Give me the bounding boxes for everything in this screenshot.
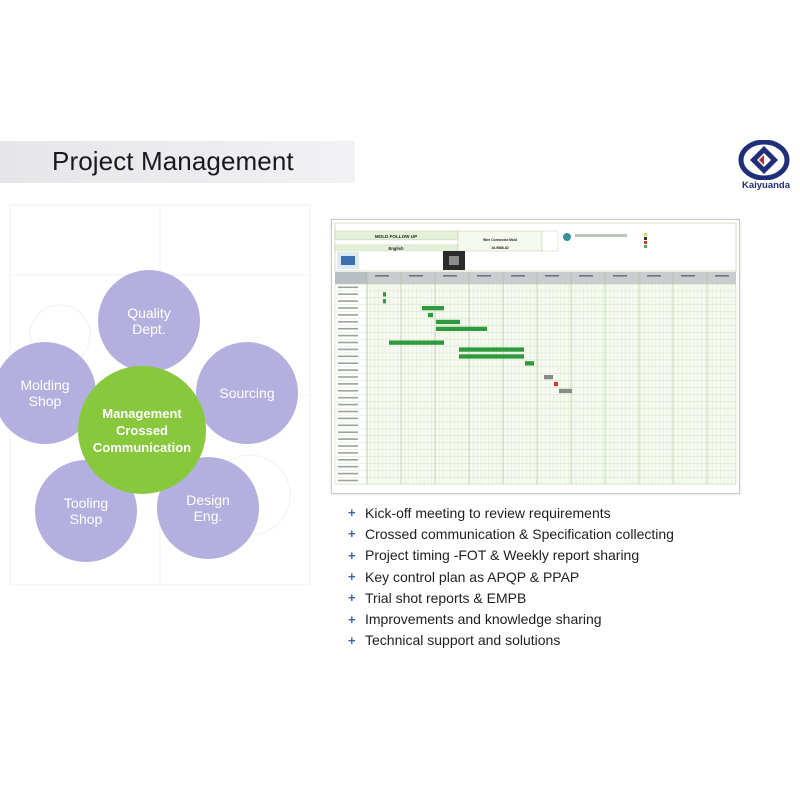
bullet-item: +Trial shot reports & EMPB — [348, 589, 527, 606]
gantt-task-label — [338, 472, 358, 475]
gantt-task-label — [338, 369, 358, 371]
gantt-task-label — [338, 314, 358, 316]
gantt-bar — [525, 361, 534, 366]
petal-tooling-shop: Tooling Shop — [35, 460, 137, 562]
gantt-week-label — [613, 275, 627, 277]
gantt-task-label — [338, 396, 358, 399]
gantt-week-label — [647, 275, 661, 277]
gantt-bar — [383, 292, 386, 297]
gantt-task-label — [338, 417, 358, 420]
gantt-week-label — [681, 275, 695, 277]
gantt-bar — [383, 299, 386, 304]
title-band — [0, 141, 355, 183]
gantt-bar — [436, 319, 460, 325]
gantt-week-label — [375, 275, 389, 277]
plus-icon: + — [348, 505, 356, 521]
gantt-bar — [554, 381, 558, 387]
gantt-task-label — [338, 424, 358, 427]
company-logo-icon — [563, 233, 571, 241]
gantt-task-label — [338, 452, 358, 454]
gantt-task-label — [338, 383, 358, 385]
gantt-week-label — [545, 275, 559, 277]
plus-icon: + — [348, 611, 356, 627]
gantt-task-label — [338, 390, 358, 392]
gantt-task-label — [338, 327, 358, 330]
bullet-item: +Kick-off meeting to review requirements — [348, 504, 611, 521]
gantt-week-label — [409, 275, 423, 277]
bullet-item: +Improvements and knowledge sharing — [348, 611, 602, 628]
logo-name: Kaiyuanda — [741, 180, 791, 191]
gantt-week-label — [443, 275, 457, 277]
bullet-item: +Technical support and solutions — [348, 632, 561, 649]
plus-icon: + — [348, 547, 356, 563]
bullet-item: +Project timing -FOT & Weekly report sha… — [348, 547, 640, 564]
sheet-part-name: Wire Connector Mold — [483, 238, 517, 242]
sheet-title: MOLD FOLLOW UP — [375, 234, 417, 239]
plus-icon: + — [348, 569, 356, 585]
gantt-week-label — [477, 275, 491, 277]
gantt-bar — [436, 326, 487, 331]
gantt-header-band — [335, 272, 736, 284]
gantt-task-label — [338, 341, 358, 344]
gantt-sheet: MOLD FOLLOW UP English Wire Connector Mo… — [334, 222, 737, 485]
bullet-item: +Crossed communication & Specification c… — [348, 525, 674, 542]
gantt-task-label — [338, 376, 358, 378]
gantt-body — [366, 283, 737, 485]
gantt-bar — [459, 347, 524, 352]
gantt-week-label — [511, 275, 525, 277]
gantt-bar — [544, 375, 553, 380]
bullet-list: +Kick-off meeting to review requirements… — [348, 502, 674, 651]
plus-icon: + — [348, 590, 356, 606]
gantt-bar — [422, 306, 444, 311]
gantt-task-label — [338, 479, 358, 482]
sheet-language: English — [388, 246, 404, 251]
gantt-bar — [559, 388, 572, 394]
gantt-task-label — [338, 348, 358, 351]
sheet-part-number: 16-9886-82 — [491, 246, 508, 250]
mold-follow-up-sheet: MOLD FOLLOW UP English Wire Connector Mo… — [331, 219, 740, 494]
plus-icon: + — [348, 632, 356, 648]
gantt-task-label — [338, 445, 358, 447]
gantt-task-label — [338, 403, 358, 406]
gantt-week-label — [715, 275, 729, 277]
kaiyuanda-logo-icon — [738, 140, 790, 180]
gantt-task-label — [338, 459, 358, 461]
plus-icon: + — [348, 526, 356, 542]
gantt-task-label — [338, 438, 358, 440]
gantt-task-label — [338, 321, 358, 323]
gantt-task-label — [338, 307, 358, 309]
gantt-week-label — [579, 275, 593, 277]
gantt-header-label-cell — [335, 272, 367, 284]
petal-quality-dept: Quality Dept. — [98, 270, 200, 372]
gantt-task-label — [338, 293, 358, 295]
page-title: Project Management — [52, 146, 294, 176]
gantt-task-label — [338, 355, 358, 358]
gantt-task-label — [338, 334, 358, 337]
gantt-task-label — [338, 362, 358, 364]
gantt-task-label — [338, 300, 358, 302]
gantt-task-label — [338, 465, 358, 468]
gantt-task-label — [338, 431, 358, 433]
gantt-bar — [428, 312, 433, 318]
center-management: Management Crossed Communication — [78, 366, 206, 494]
gantt-task-label — [338, 286, 358, 289]
bullet-item: +Key control plan as APQP & PPAP — [348, 568, 580, 585]
gantt-bar — [459, 354, 524, 359]
petal-sourcing: Sourcing — [196, 342, 298, 444]
gantt-bar — [389, 340, 444, 345]
gantt-task-label — [338, 410, 358, 413]
